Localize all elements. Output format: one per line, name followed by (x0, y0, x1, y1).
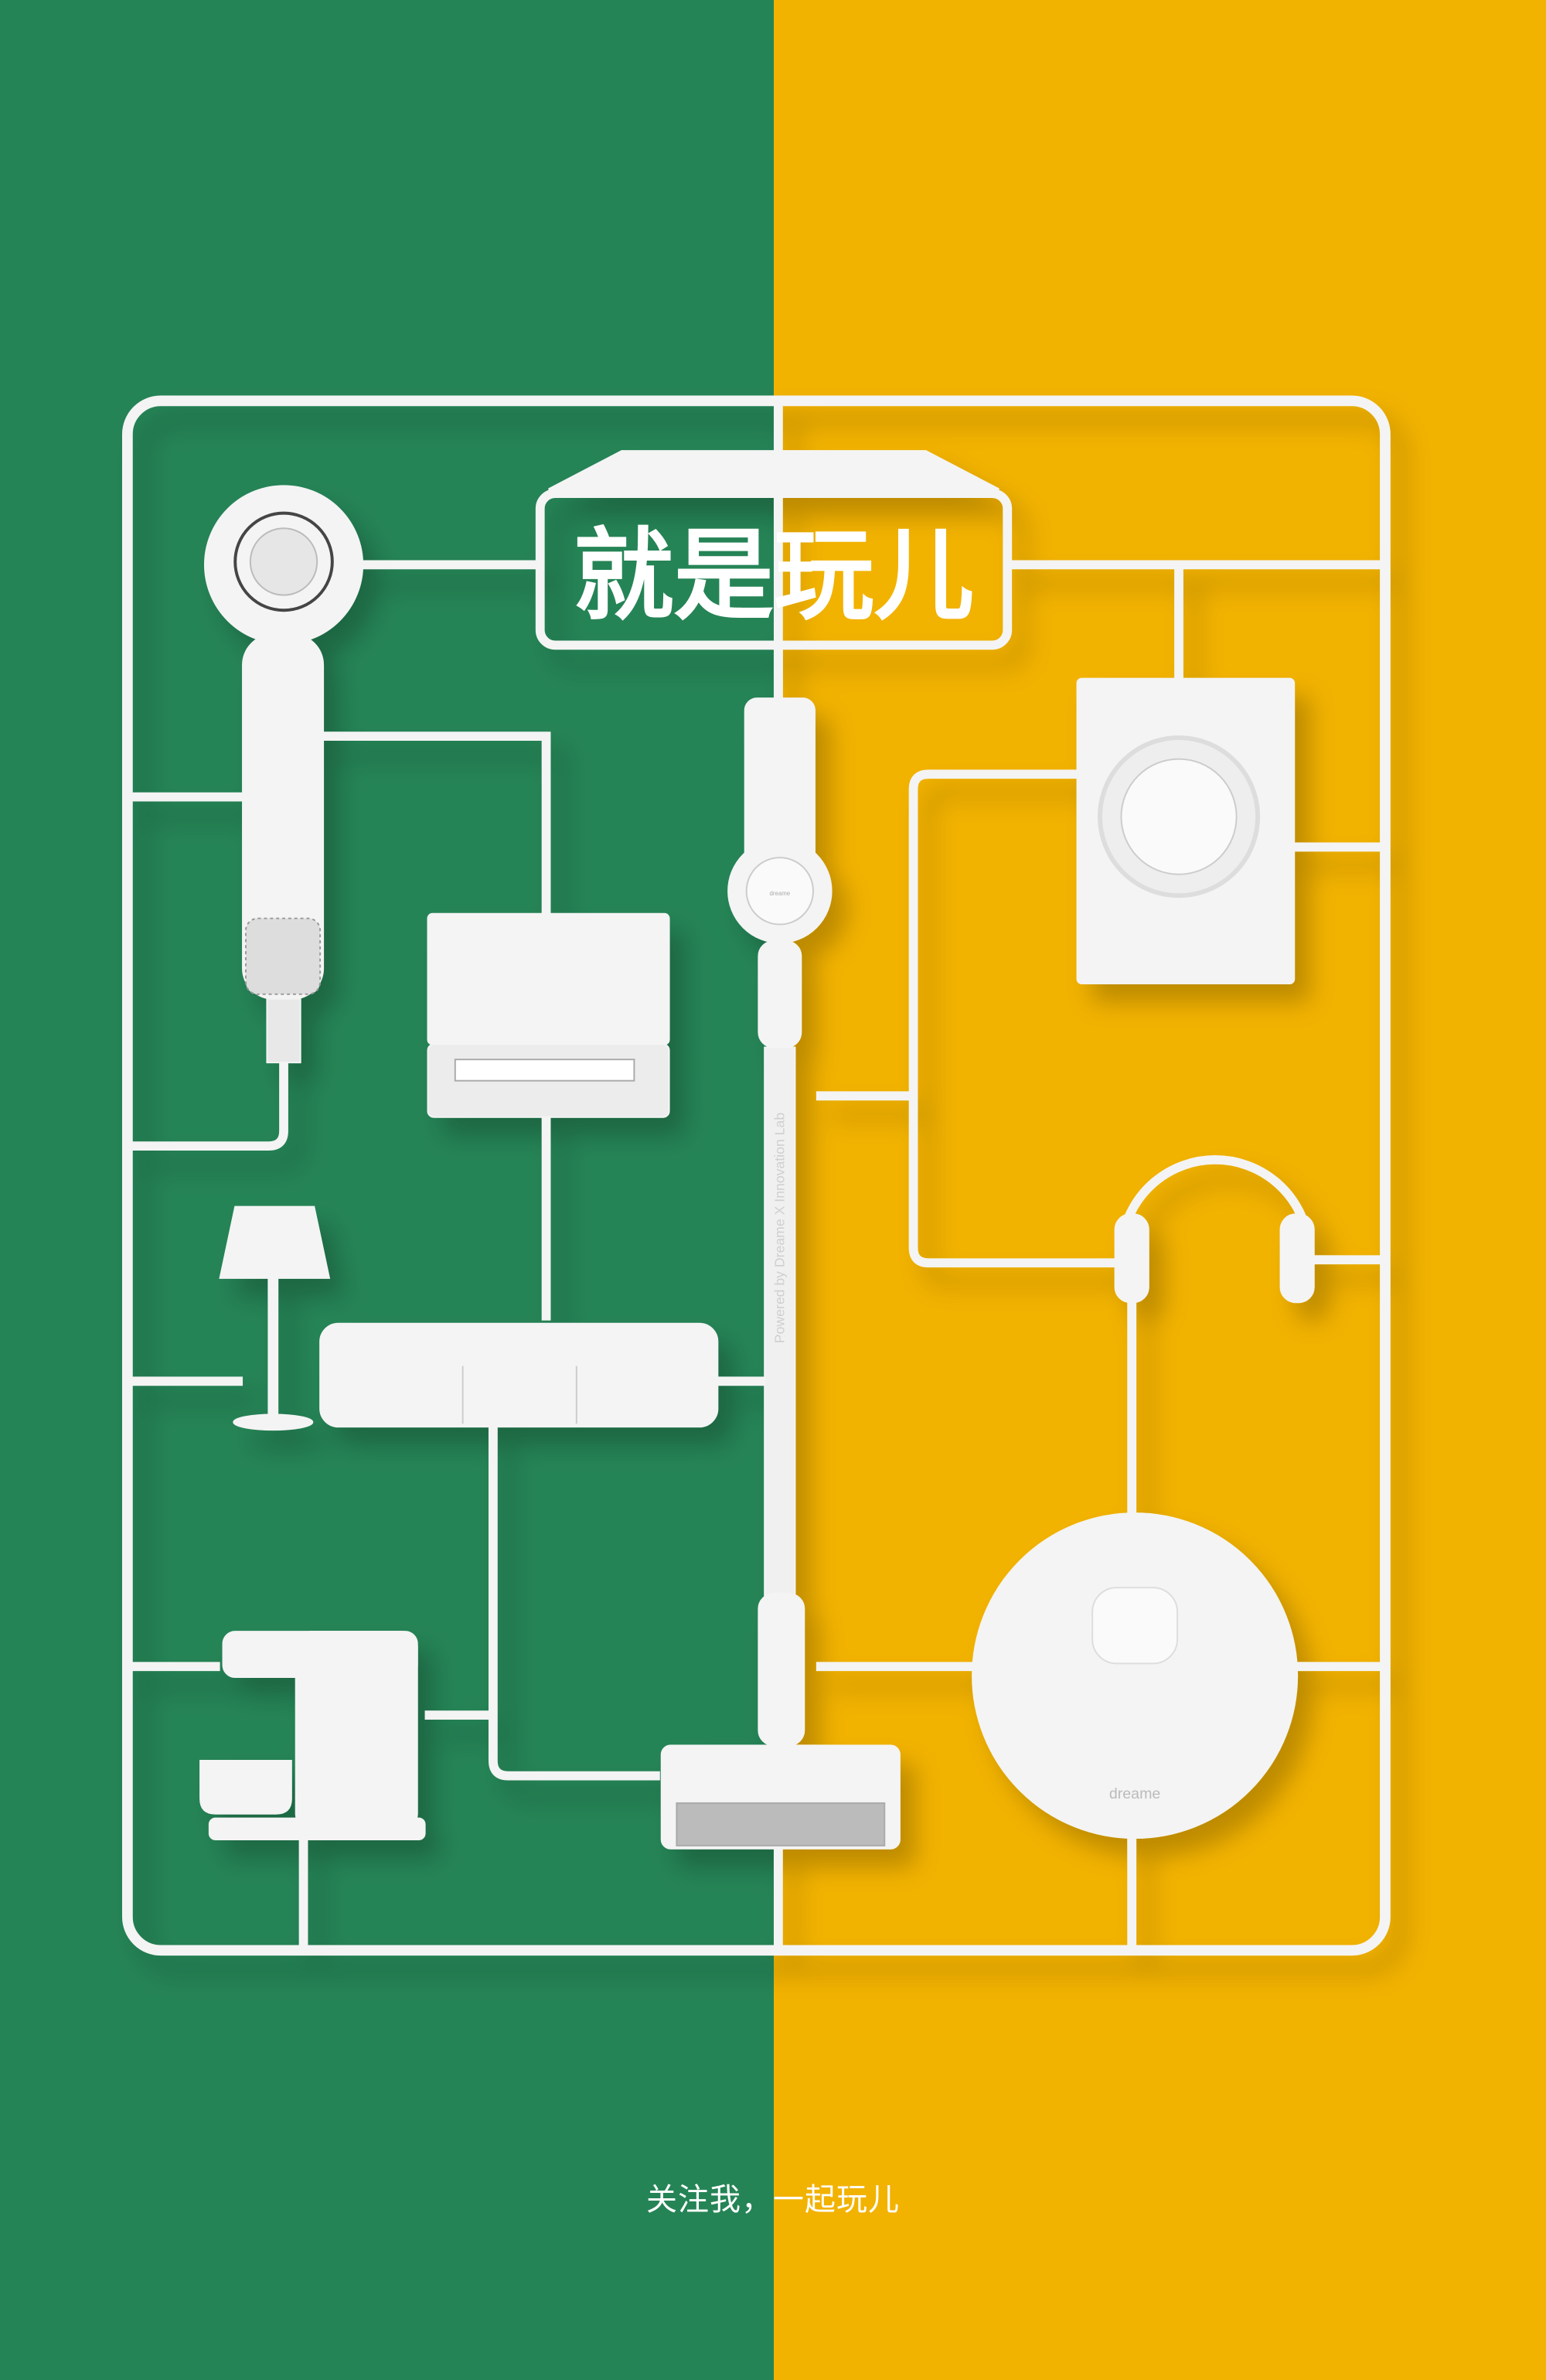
vacuum-brand-logo: dreame (770, 890, 791, 897)
coffee-machine (199, 1631, 426, 1841)
laptop (427, 912, 670, 1118)
hair-dryer (203, 485, 364, 1064)
sprue-runners (127, 401, 1385, 1951)
washing-machine (1076, 677, 1296, 985)
robot-brand-logo: dreame (1109, 1785, 1161, 1802)
footer-slogan: 关注我，一起玩儿 (646, 2182, 900, 2218)
table-lamp (219, 1205, 331, 1431)
sprue-frame (121, 395, 1391, 1956)
headphones (1114, 1155, 1315, 1304)
poster-title: 就是玩儿 (574, 517, 974, 634)
title-sign (535, 450, 1013, 650)
vertical-credit: Powered by Dreame X Innovation Lab (772, 1113, 788, 1344)
stick-vacuum (660, 697, 901, 1850)
sofa (319, 1322, 719, 1428)
robot-vacuum (972, 1512, 1299, 1840)
